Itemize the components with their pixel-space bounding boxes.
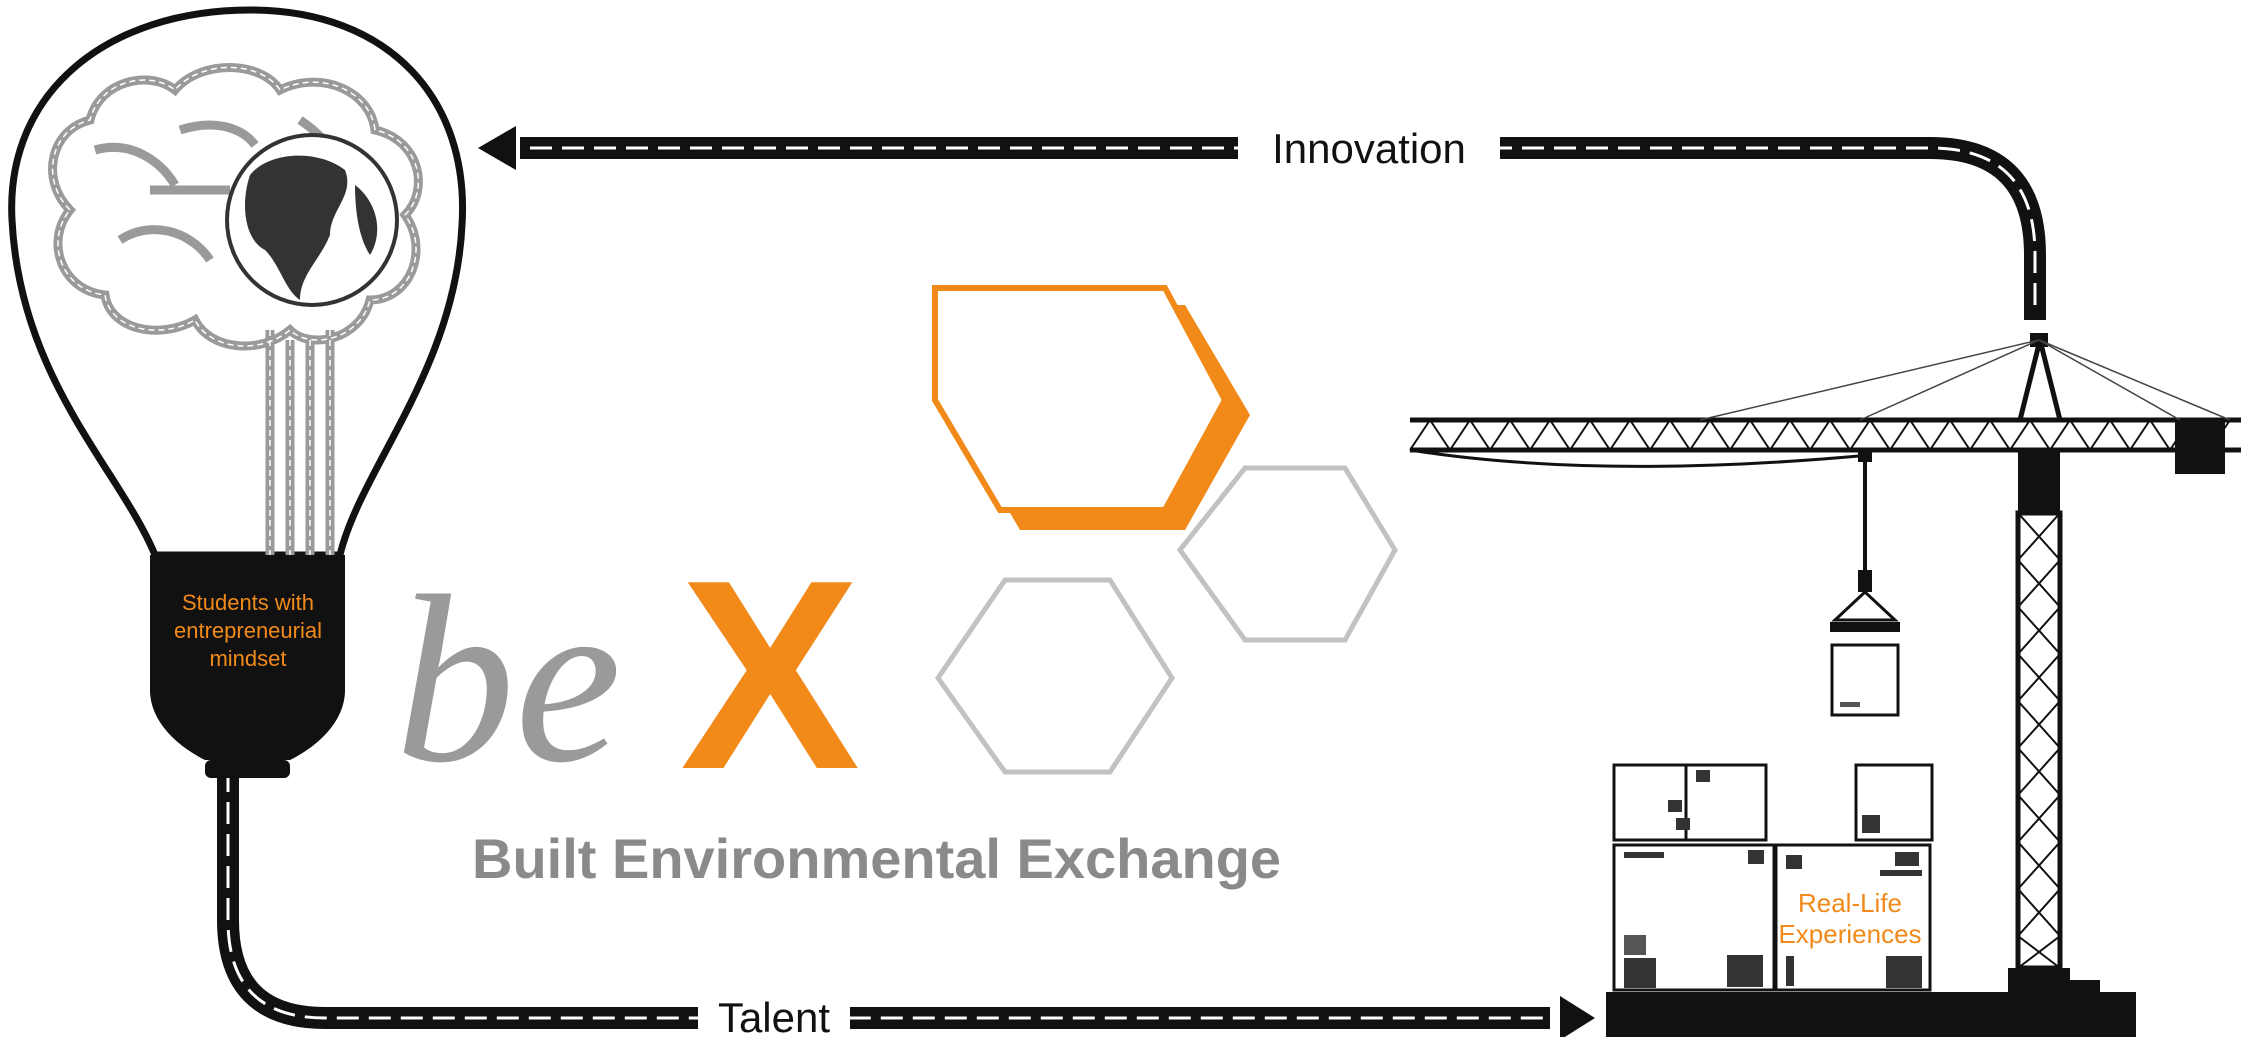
tagline: Built Environmental Exchange [472,827,1281,890]
logo-be: be [395,546,622,812]
box-label-line-2: Experiences [1778,919,1921,949]
arrow-right-icon [1560,996,1595,1037]
talent-label: Talent [718,994,830,1037]
bulb-label-line-2: entrepreneurial [174,618,322,643]
arrow-left-icon [478,126,516,170]
box-label-line-1: Real-Life [1798,888,1902,918]
logo-hexagons [932,285,1398,775]
innovation-label: Innovation [1272,125,1466,172]
innovation-road [478,126,2046,320]
logo-x: X [680,525,861,826]
bulb-label-line-1: Students with [182,590,314,615]
lightbulb-icon [8,6,467,778]
globe-icon [225,133,399,307]
crane-icon [1409,333,2241,1037]
talent-road [217,760,1595,1037]
bulb-label-line-3: mindset [209,646,286,671]
